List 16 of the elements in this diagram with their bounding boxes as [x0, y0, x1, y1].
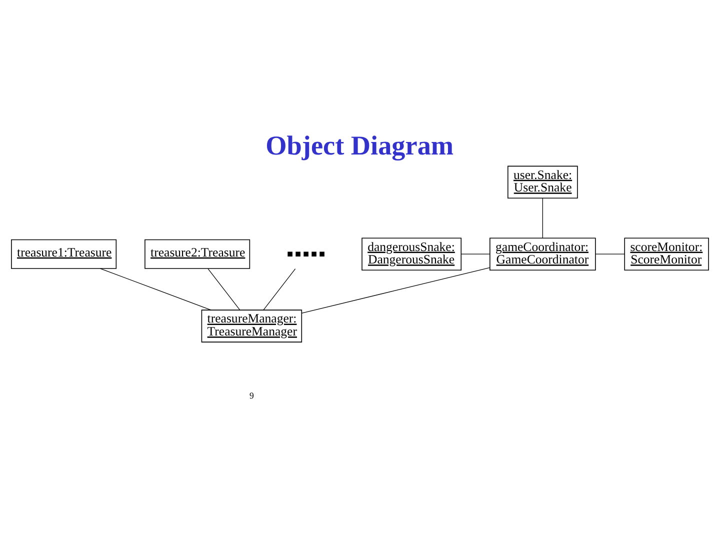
node-box: scoreMonitor: ScoreMonitor: [624, 237, 709, 270]
connector: [208, 268, 240, 310]
node-box: treasureManager: TreasureManager: [201, 309, 302, 342]
connector: [100, 268, 212, 310]
connector: [595, 253, 625, 254]
node-box: treasure2:Treasure: [144, 238, 250, 268]
node-box: treasure1:Treasure: [11, 238, 117, 268]
connector: [263, 268, 296, 310]
diagram-title: Object Diagram: [266, 130, 454, 160]
label: 9: [249, 390, 254, 400]
connector: [301, 266, 490, 313]
connector: [542, 197, 543, 238]
node-box: dangerousSnake: DangerousSnake: [362, 237, 462, 270]
connector: [460, 253, 490, 254]
node-box: gameCoordinator: GameCoordinator: [490, 237, 596, 270]
node-box: user.Snake: User.Snake: [508, 165, 578, 198]
